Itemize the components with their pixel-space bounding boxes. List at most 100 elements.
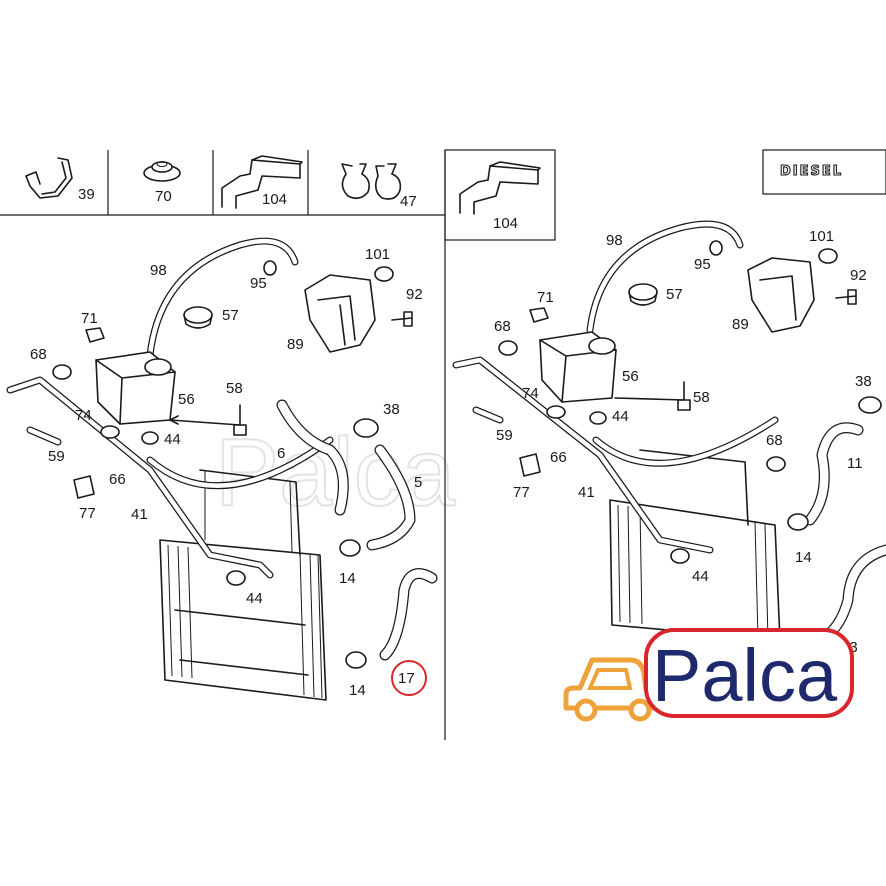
bracket-104-right-icon: [459, 161, 541, 215]
bracket-77-right: [519, 453, 541, 477]
left-label-6: 71: [81, 310, 98, 327]
clamp-68-left: [52, 364, 72, 380]
clip-39-icon: [25, 157, 73, 199]
clamp-44-right: [589, 411, 607, 425]
right-label-9: 74: [522, 385, 539, 402]
right-label-20: 44: [692, 568, 709, 585]
right-label-15: 11: [847, 455, 863, 472]
left-label-21: 14: [349, 682, 366, 699]
label-70: 70: [155, 188, 172, 205]
bracket-104-icon: [221, 155, 303, 209]
left-label-5: 57: [222, 307, 239, 324]
diesel-label: DIESEL: [780, 164, 843, 179]
sensor-58-left: [233, 404, 247, 436]
right-label-17: 77: [513, 484, 530, 501]
clamp-68-right: [498, 340, 518, 356]
left-label-22: 17: [398, 670, 415, 687]
left-label-15: 5: [414, 474, 422, 491]
left-label-19: 14: [339, 570, 356, 587]
left-label-0: 98: [150, 262, 167, 279]
reservoir-89-left: [304, 274, 376, 353]
grommet-95-right: [709, 240, 723, 256]
arrow-58-left: [169, 419, 241, 426]
label-47: 47: [400, 193, 417, 210]
right-label-3: 92: [850, 267, 867, 284]
clamp-14-right: [787, 513, 809, 531]
clamp-68b-right: [766, 456, 786, 472]
clamp-38-left: [353, 418, 379, 438]
label-39: 39: [78, 186, 95, 203]
right-label-14: 68: [766, 432, 783, 449]
left-label-4: 89: [287, 336, 304, 353]
clamp-44-left: [141, 431, 159, 445]
right-label-2: 101: [809, 228, 834, 245]
right-label-13: 59: [496, 427, 513, 444]
clamp-38-right: [858, 396, 882, 414]
clamp-44b-right: [670, 548, 690, 564]
reservoir-89-right: [747, 257, 815, 333]
left-label-14: 59: [48, 448, 65, 465]
highlight-circle: [391, 660, 427, 696]
nut-71-left: [85, 327, 105, 343]
clamps-47-icon: [341, 163, 402, 200]
bracket-77-left: [73, 475, 95, 499]
grommet-101-left: [374, 266, 394, 282]
left-label-16: 66: [109, 471, 126, 488]
right-labels: 98 95 101 92 89 57 71 68 56 74 44 58 38 …: [494, 228, 872, 656]
right-label-5: 57: [666, 286, 683, 303]
grommet-74-right: [546, 405, 566, 419]
sensor-58-right: [677, 381, 691, 411]
bolt-92-right: [835, 289, 857, 305]
right-label-12: 38: [855, 373, 872, 390]
left-label-7: 68: [30, 346, 47, 363]
nut-71-right: [529, 307, 549, 323]
right-label-19: 14: [795, 549, 812, 566]
logo-text: Palca: [652, 634, 838, 717]
left-label-11: 74: [75, 407, 92, 424]
grommet-74-left: [100, 425, 120, 439]
left-labels: 98 95 101 92 89 57 71 68 56 58 38 74 44 …: [30, 246, 423, 699]
left-label-12: 44: [164, 431, 181, 448]
expansion-tank-left: [95, 351, 176, 425]
expansion-tank-right: [539, 331, 617, 403]
right-label-8: 56: [622, 368, 639, 385]
right-label-0: 98: [606, 232, 623, 249]
clamp-14-left: [339, 539, 361, 557]
left-label-20: 44: [246, 590, 263, 607]
label-104-right: 104: [493, 215, 518, 232]
right-label-16: 66: [550, 449, 567, 466]
inset-labels: 39 70 104 47 104: [78, 186, 518, 232]
right-label-11: 58: [693, 389, 710, 406]
inset-frames: [0, 149, 886, 740]
left-label-9: 58: [226, 380, 243, 397]
left-label-3: 92: [406, 286, 423, 303]
diesel-badge: DIESEL: [779, 163, 843, 179]
left-label-13: 6: [277, 445, 285, 462]
cap-57-left: [183, 306, 213, 329]
left-label-17: 77: [79, 505, 96, 522]
bolt-92-left: [391, 311, 413, 327]
right-label-7: 68: [494, 318, 511, 335]
right-assembly: [452, 220, 886, 646]
right-label-6: 71: [537, 289, 554, 306]
right-label-1: 95: [694, 256, 711, 273]
left-label-18: 41: [131, 506, 148, 523]
right-label-18: 41: [578, 484, 595, 501]
grommet-95-left: [263, 260, 277, 276]
clamp-44b-left: [226, 570, 246, 586]
grommet-70-icon: [143, 161, 181, 182]
radiator-left: [159, 469, 327, 701]
right-label-10: 44: [612, 408, 629, 425]
logo-outline: [644, 628, 854, 718]
grommet-101-right: [818, 248, 838, 264]
right-label-4: 89: [732, 316, 749, 333]
left-label-2: 101: [365, 246, 390, 263]
left-assembly: [6, 237, 438, 701]
left-label-1: 95: [250, 275, 267, 292]
left-label-10: 38: [383, 401, 400, 418]
clamp-14b-left: [345, 651, 367, 669]
left-label-8: 56: [178, 391, 195, 408]
label-104: 104: [262, 191, 287, 208]
